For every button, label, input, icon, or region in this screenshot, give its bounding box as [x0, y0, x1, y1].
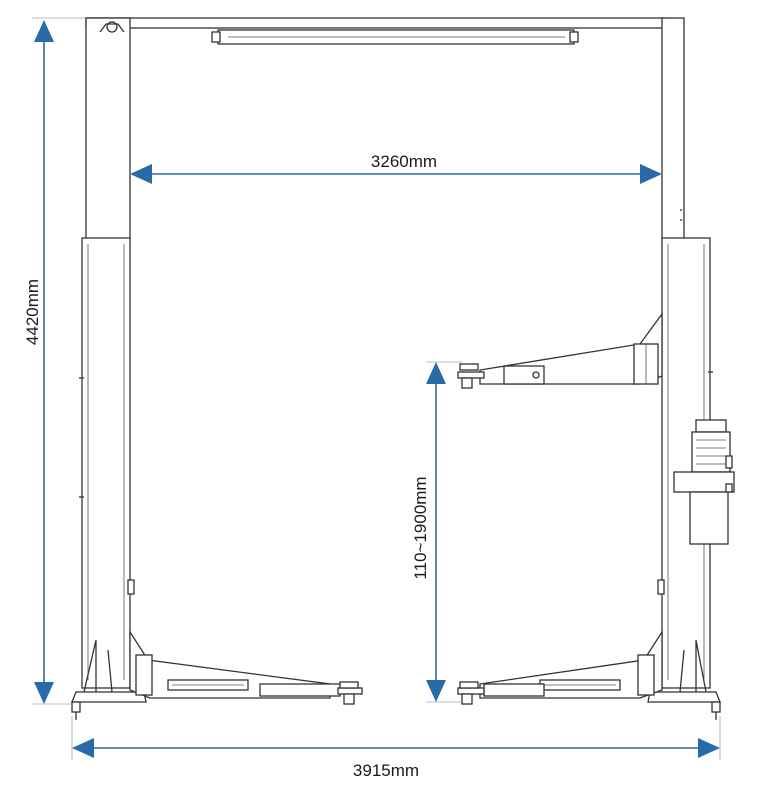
top-crossbeam: [85, 17, 665, 45]
left-column: [71, 17, 147, 720]
power-unit: [673, 419, 735, 545]
dimension-overall-height: [32, 17, 86, 705]
right-lower-arm: [457, 629, 663, 705]
right-raised-arm: [457, 312, 663, 389]
dimension-lift-range: [426, 361, 462, 703]
overall-height-label: 4420mm: [23, 279, 42, 345]
dimension-inner-width: [130, 164, 662, 184]
overall-width-label: 3915mm: [353, 761, 419, 780]
inner-width-label: 3260mm: [371, 152, 437, 171]
dimension-overall-width: [71, 716, 721, 760]
left-lift-arm: [129, 629, 363, 705]
lift-range-label: 110~1900mm: [411, 476, 430, 579]
